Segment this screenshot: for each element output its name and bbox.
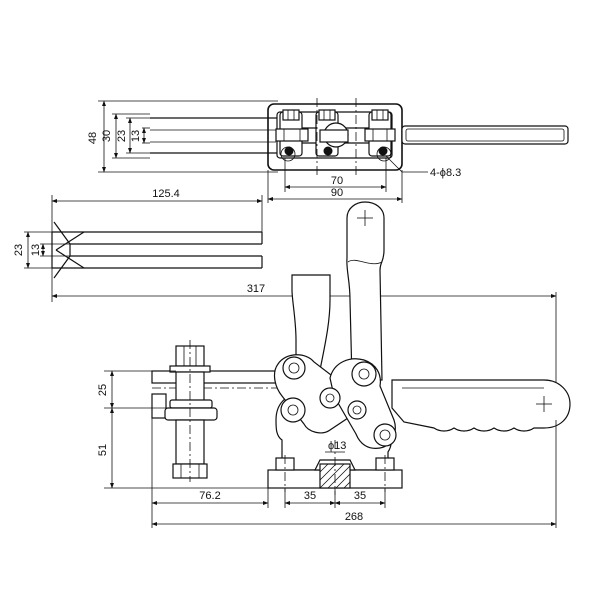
dim-hole-spacing-70: 70 (331, 175, 343, 187)
dim-height-23-spindle: 23 (13, 244, 25, 256)
dim-pin-diameter: ϕ13 (328, 440, 346, 452)
side-spindle-bolt (164, 340, 218, 482)
side-view: ϕ13 25 51 76.2 35 35 268 (97, 201, 571, 528)
dim-holes-note: 4-ϕ8.3 (430, 167, 461, 179)
dim-height-13-top: 13 (130, 130, 142, 142)
dim-height-23-top: 23 (116, 130, 128, 142)
side-pivot-pins (280, 356, 397, 447)
spindle-fork (51, 221, 263, 279)
dim-height-48: 48 (87, 132, 99, 144)
top-bolt-heads (282, 109, 389, 121)
dim-height-25: 25 (97, 384, 109, 396)
dim-offset-76-2: 76.2 (199, 490, 220, 502)
top-view: 48 30 23 13 70 90 4-ϕ8.3 (87, 98, 569, 203)
dim-height-51: 51 (97, 444, 109, 456)
dim-spacing-left-35: 35 (304, 490, 316, 502)
spindle-view: 125.4 23 13 (13, 188, 263, 302)
dim-spacing-right-35: 35 (354, 490, 366, 502)
side-raised-handle (346, 201, 385, 381)
top-side-bolts (275, 128, 396, 142)
top-handle-grip (401, 125, 569, 145)
dim-height-13-spindle: 13 (30, 244, 42, 256)
dim-base-width-90: 90 (331, 187, 343, 199)
top-mounting-holes (280, 146, 392, 162)
dim-base-length-268: 268 (345, 511, 363, 523)
dim-length-125-4: 125.4 (152, 188, 180, 200)
dim-overall-length-317: 317 (247, 283, 265, 295)
dim-height-30: 30 (101, 130, 113, 142)
side-handle-grip (391, 379, 571, 432)
